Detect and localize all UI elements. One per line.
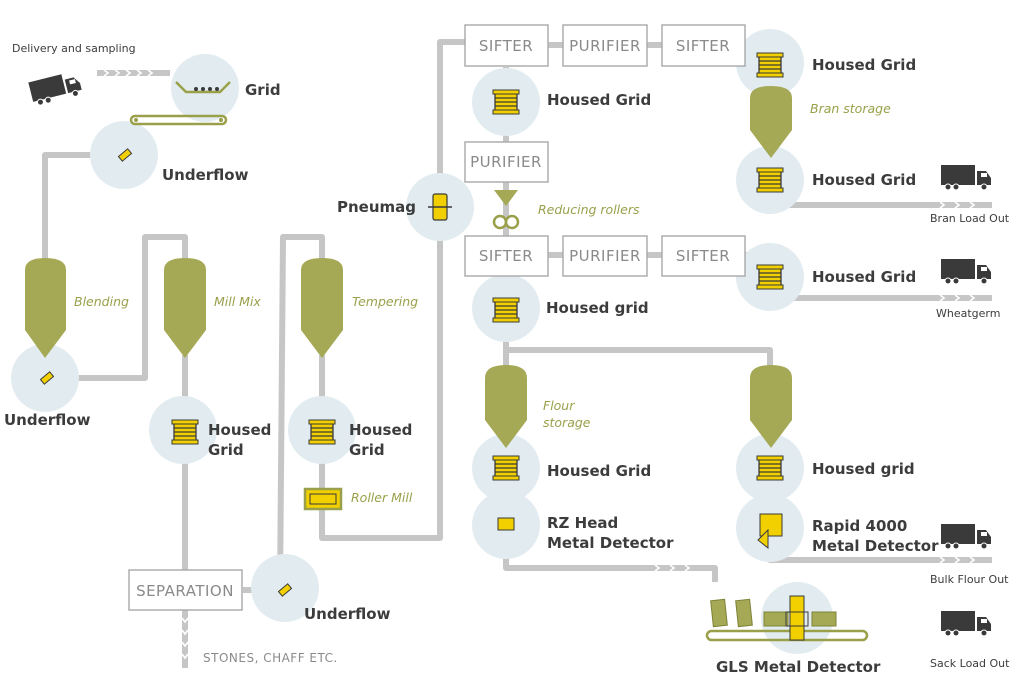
waste-label: STONES, CHAFF ETC. xyxy=(203,651,338,665)
metal-detector-label: Metal Detector xyxy=(547,534,674,552)
truck-icon xyxy=(940,164,992,191)
flour-storage-label: storage xyxy=(543,415,591,430)
blending-silo xyxy=(25,258,66,358)
grid-icon xyxy=(129,81,231,126)
housed-grid-icon xyxy=(308,419,336,445)
sifter-box xyxy=(661,235,746,277)
purifier-label: PURIFIER xyxy=(569,37,641,55)
tempering-silo xyxy=(301,258,343,358)
housed-grid-label: Grid xyxy=(349,441,385,459)
flour-storage-label: Flour xyxy=(543,398,575,413)
sifter-label: SIFTER xyxy=(676,247,730,265)
truck-icon xyxy=(940,258,992,285)
housed-grid-icon xyxy=(492,297,520,323)
bulk-storage-silo xyxy=(750,365,792,448)
purifier-box xyxy=(562,235,648,277)
sifter-label: SIFTER xyxy=(676,37,730,55)
bran-storage-label: Bran storage xyxy=(810,101,891,116)
flour-storage-silo xyxy=(485,365,527,448)
blending-label: Blending xyxy=(74,294,129,309)
reducing-rollers-label: Reducing rollers xyxy=(538,202,640,217)
housed-grid-label: Housed Grid xyxy=(547,91,651,109)
housed-grid-label: Housed Grid xyxy=(812,56,916,74)
truck-icon xyxy=(27,69,84,108)
purifier-label: PURIFIER xyxy=(470,153,542,171)
underflow-label: Underflow xyxy=(304,605,391,623)
housed-grid-icon xyxy=(756,167,784,193)
housed-grid-label: Housed Grid xyxy=(812,268,916,286)
bran-load-out-label: Bran Load Out xyxy=(930,212,1010,225)
sifter-box xyxy=(661,24,746,67)
mill-mix-silo xyxy=(164,258,206,358)
roller-mill-icon xyxy=(303,487,343,511)
pneumag-label: Pneumag xyxy=(337,198,416,216)
housed-grid-label: Housed Grid xyxy=(547,462,651,480)
housed-grid-label: Housed xyxy=(208,421,271,439)
housed-grid-label: Housed grid xyxy=(812,460,915,478)
housed-grid-icon xyxy=(756,455,784,481)
underflow-label: Underflow xyxy=(162,166,249,184)
sack-icon xyxy=(705,595,869,642)
purifier-box xyxy=(464,141,549,183)
housed-grid-icon xyxy=(492,455,520,481)
purifier-label: PURIFIER xyxy=(569,247,641,265)
wheatgerm-label: Wheatgerm xyxy=(936,307,1000,320)
housed-grid-icon xyxy=(171,419,199,445)
reducing-rollers-icon xyxy=(492,190,520,230)
sifter-box xyxy=(464,235,549,277)
roller-mill-label: Roller Mill xyxy=(351,490,413,505)
housed-grid-icon xyxy=(756,52,784,78)
rapid-4000-label: Rapid 4000 xyxy=(812,517,907,535)
metal-detector-icon xyxy=(757,513,783,550)
process-boxes xyxy=(128,24,746,611)
gls-metal-detector-label: GLS Metal Detector xyxy=(716,658,881,676)
bulk-flour-out-label: Bulk Flour Out xyxy=(930,573,1009,586)
underflow-label: Underflow xyxy=(4,411,91,429)
rz-head-label: RZ Head xyxy=(547,514,618,532)
housed-grid-icon xyxy=(756,264,784,290)
housed-grid-label: Grid xyxy=(208,441,244,459)
truck-icon xyxy=(940,610,992,637)
sifter-label: SIFTER xyxy=(479,37,533,55)
sack-load-out-label: Sack Load Out xyxy=(930,657,1010,670)
tempering-label: Tempering xyxy=(352,294,418,309)
silos xyxy=(25,86,792,448)
pneumag-icon xyxy=(428,193,452,221)
truck-icon xyxy=(940,523,992,550)
purifier-box xyxy=(562,24,648,67)
metal-detector-label: Metal Detector xyxy=(812,537,939,555)
housed-grid-icon xyxy=(492,89,520,115)
delivery-label: Delivery and sampling xyxy=(12,42,136,55)
grid-label: Grid xyxy=(245,81,281,99)
housed-grid-label: Housed xyxy=(349,421,412,439)
separation-box xyxy=(128,569,243,611)
flow-chevrons xyxy=(103,69,976,660)
separation-label: SEPARATION xyxy=(136,582,234,600)
sifter-label: SIFTER xyxy=(479,247,533,265)
housed-grid-label: Housed Grid xyxy=(812,171,916,189)
mill-mix-label: Mill Mix xyxy=(214,294,261,309)
metal-detector-icon xyxy=(497,517,515,531)
housed-grid-label: Housed grid xyxy=(546,299,649,317)
sifter-box xyxy=(464,24,549,67)
bran-storage-silo xyxy=(750,86,792,158)
